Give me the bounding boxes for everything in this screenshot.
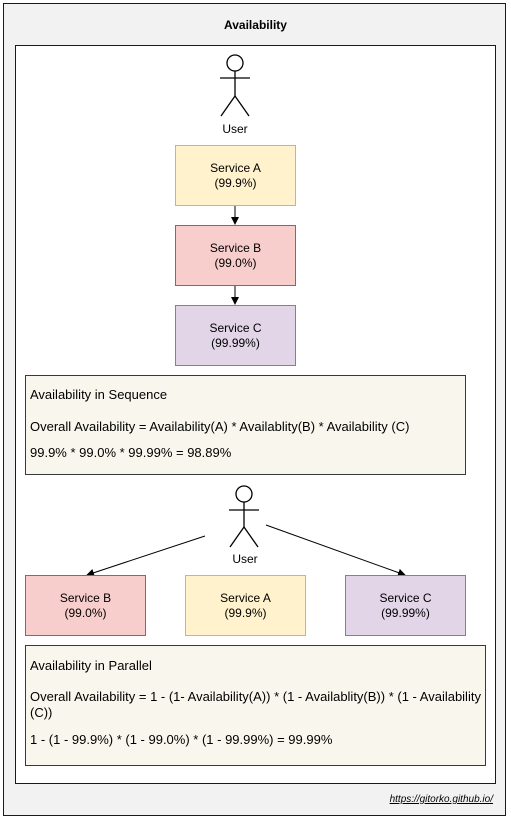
service-name: Service B (59, 590, 112, 605)
service-b-box: Service B (99.0%) (175, 225, 296, 286)
service-availability: (99.0%) (214, 255, 257, 270)
sequence-note: Availability in Sequence Overall Availab… (25, 375, 466, 475)
service-availability: (99.99%) (211, 335, 260, 350)
note-result: 1 - (1 - 99.9%) * (1 - 99.0%) * (1 - 99.… (30, 732, 333, 747)
service-c-box: Service C (99.99%) (345, 575, 466, 636)
service-a-box: Service A (99.9%) (175, 145, 296, 206)
service-availability: (99.99%) (381, 605, 430, 620)
arrow-user-to-service-b (86, 535, 206, 577)
note-heading: Availability in Sequence (30, 387, 168, 402)
service-name: Service A (220, 590, 271, 605)
service-name: Service B (209, 240, 262, 255)
service-availability: (99.9%) (224, 605, 267, 620)
parallel-note: Availability in Parallel Overall Availab… (25, 645, 486, 766)
note-result: 99.9% * 99.0% * 99.99% = 98.89% (30, 445, 232, 460)
service-availability: (99.0%) (64, 605, 107, 620)
diagram-title: Availability (224, 18, 287, 32)
note-formula: Overall Availability = Availability(A) *… (30, 419, 410, 434)
note-formula: Overall Availability = 1 - (1- Availabil… (30, 689, 481, 720)
note-heading: Availability in Parallel (30, 658, 152, 673)
credit-link[interactable]: https://gitorko.github.io/ (389, 794, 493, 805)
user-actor-icon (229, 485, 259, 548)
user-actor-icon (220, 54, 250, 117)
service-c-box: Service C (99.99%) (175, 305, 296, 366)
service-name: Service C (209, 320, 262, 335)
service-name: Service A (210, 160, 261, 175)
service-availability: (99.9%) (214, 175, 257, 190)
service-a-box: Service A (99.9%) (185, 575, 306, 636)
service-b-box: Service B (99.0%) (25, 575, 146, 636)
user-label: User (222, 122, 248, 136)
arrow-user-to-service-c (265, 524, 406, 577)
service-name: Service C (379, 590, 432, 605)
user-label: User (232, 552, 258, 566)
